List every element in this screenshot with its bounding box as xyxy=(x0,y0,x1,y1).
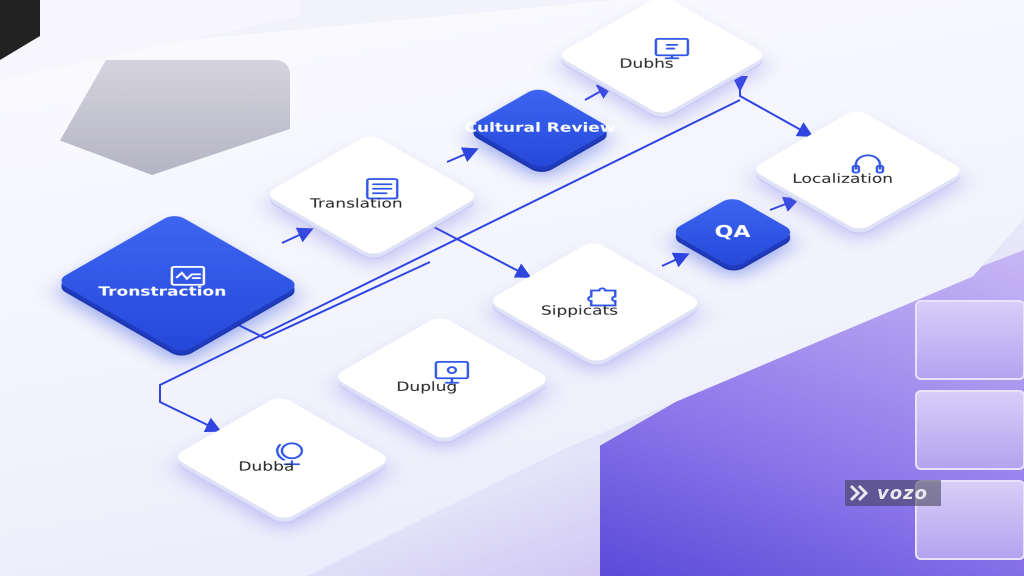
arrow xyxy=(417,213,532,278)
node-label: Dubhs xyxy=(619,56,674,72)
node-label: Localization xyxy=(792,171,893,187)
arrow xyxy=(584,84,614,101)
node-label: Tronstraction xyxy=(98,284,227,300)
arrow xyxy=(661,252,690,268)
node-localization[interactable]: Localization xyxy=(750,108,966,232)
monitor-icon xyxy=(654,37,690,60)
node-translation[interactable]: Translation xyxy=(264,133,480,257)
puzzle-icon xyxy=(586,287,617,307)
arrow xyxy=(769,196,800,212)
video-monitor-icon xyxy=(434,360,470,384)
node-duplug[interactable]: Duplug xyxy=(332,315,552,441)
node-label: Dubba xyxy=(238,459,295,475)
node-tronstraction[interactable]: Tronstraction xyxy=(55,212,301,354)
headset-icon xyxy=(851,154,885,174)
watermark: vozo xyxy=(845,480,941,506)
node-label: Cultural Review xyxy=(464,120,616,136)
node-label: Translation xyxy=(310,196,403,212)
double-chevron-icon xyxy=(849,484,869,502)
drawer xyxy=(915,390,1024,470)
arrow xyxy=(446,147,479,163)
node-label: Duplug xyxy=(395,379,457,395)
arrow xyxy=(732,76,814,137)
document-list-icon xyxy=(365,177,399,200)
waveform-window-icon xyxy=(170,265,206,286)
globe-face-icon xyxy=(276,442,304,466)
watermark-text: vozo xyxy=(877,482,928,504)
node-dubhs[interactable]: Dubhs xyxy=(555,0,769,116)
node-label: Sippicats xyxy=(540,303,618,319)
arrow xyxy=(281,227,314,244)
node-sippicats[interactable]: Sippicats xyxy=(487,240,703,364)
drawer xyxy=(915,300,1024,380)
node-dubba[interactable]: Dubba xyxy=(172,395,392,521)
node-label: QA xyxy=(715,222,751,242)
